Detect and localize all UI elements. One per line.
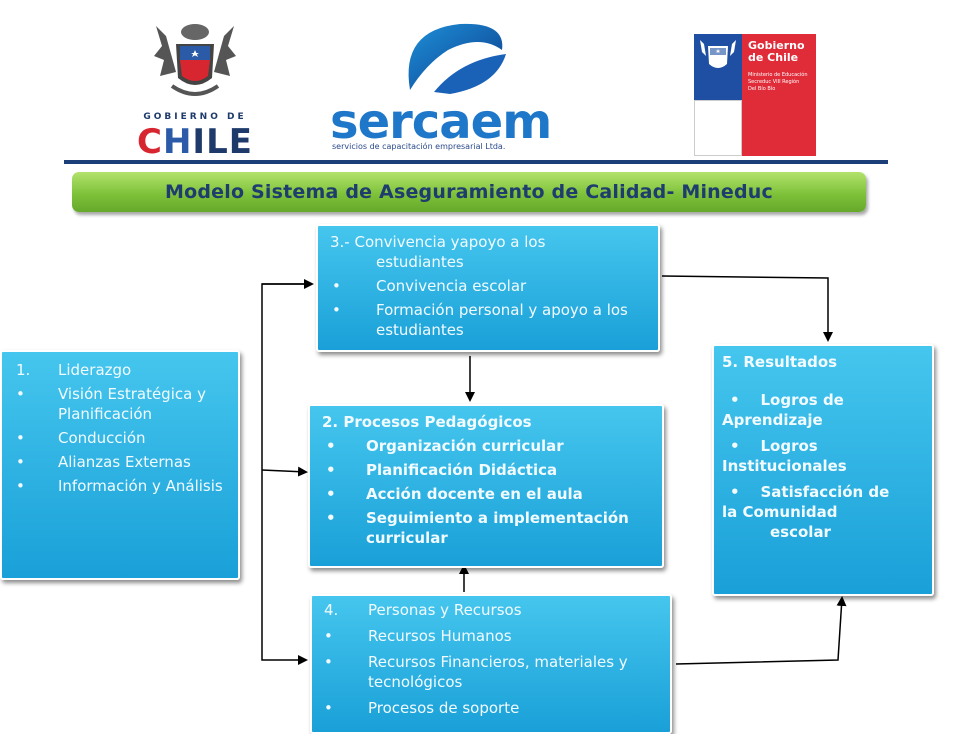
procesos-list: •Organización curricular •Planificación …	[310, 436, 662, 548]
gob-sub-line2: Secreduc VIII Región	[748, 79, 800, 85]
list-item: •Recursos Financieros, materiales y tecn…	[324, 653, 628, 691]
header-divider	[64, 160, 888, 164]
box-resultados: 5. Resultados • Logros de Aprendizaje • …	[712, 344, 934, 596]
box-liderazgo: 1. Liderazgo •Visión Estratégica y Plani…	[0, 350, 240, 580]
procesos-heading: 2. Procesos Pedagógicos	[322, 413, 532, 431]
list-item: •Organización curricular	[326, 437, 564, 455]
list-item: •Convivencia escolar	[332, 277, 527, 295]
list-item: •Información y Análisis	[16, 477, 223, 495]
logo-word-top: GOBIERNO DE	[143, 112, 247, 122]
sercaem-swoosh-icon	[408, 23, 506, 94]
box-convivencia: 3.- Convivencia yapoyo a los estudiantes…	[316, 224, 660, 352]
list-item: • Satisfacción de la Comunidad escolar	[722, 483, 890, 541]
coat-of-arms-icon	[154, 24, 236, 96]
list-item: •Recursos Humanos	[324, 627, 512, 645]
personas-heading: Personas y Recursos	[368, 601, 522, 619]
list-item: •Acción docente en el aula	[326, 485, 583, 503]
list-item: •Planificación Didáctica	[326, 461, 558, 479]
convivencia-list: •Convivencia escolar •Formación personal…	[318, 276, 658, 340]
list-item: •Visión Estratégica y Planificación	[16, 385, 206, 423]
title-banner: Modelo Sistema de Aseguramiento de Calid…	[72, 172, 866, 212]
personas-list: •Recursos Humanos •Recursos Financieros,…	[312, 626, 670, 718]
convivencia-heading: 3.- Convivencia yapoyo a los	[330, 233, 546, 251]
gobierno-de-chile-mineduc-logo: Gobierno de Chile Ministerio de Educació…	[694, 34, 816, 156]
box-personas-recursos: 4. Personas y Recursos •Recursos Humanos…	[310, 594, 672, 734]
liderazgo-number: 1.	[16, 361, 31, 379]
page-title: Modelo Sistema de Aseguramiento de Calid…	[165, 181, 773, 203]
list-item: •Seguimiento a implementación curricular	[326, 509, 629, 547]
coat-of-arms-small-icon	[700, 40, 736, 68]
connector-box3-to-resultados	[661, 275, 833, 342]
list-item: • Logros de Aprendizaje	[722, 391, 844, 429]
sercaem-logo: sercaem servicios de capacitación empres…	[330, 20, 570, 151]
personas-number: 4.	[324, 601, 339, 619]
box-procesos-pedagogicos: 2. Procesos Pedagógicos •Organización cu…	[308, 404, 664, 568]
list-item: •Formación personal y apoyo a los estudi…	[332, 301, 628, 339]
list-item: •Procesos de soporte	[324, 699, 520, 717]
sercaem-subtitle: servicios de capacitación empresarial Lt…	[332, 142, 506, 151]
list-item: • Logros Institucionales	[722, 437, 847, 475]
logo-word-chile: CHILE	[137, 122, 253, 162]
connector-box4-to-resultados	[675, 596, 847, 665]
list-item: •Alianzas Externas	[16, 453, 191, 471]
gobierno-de-chile-logo: GOBIERNO DE CHILE	[136, 16, 254, 162]
gob-sub-line3: Del Bío Bío	[748, 86, 776, 92]
gob-title-line1: Gobierno	[748, 39, 805, 52]
convivencia-heading-cont: estudiantes	[376, 253, 464, 271]
connector-to-box2	[261, 466, 308, 477]
gob-sub-line1: Ministerio de Educación	[748, 72, 808, 78]
gob-title-line2: de Chile	[748, 51, 799, 64]
list-item: •Conducción	[16, 429, 146, 447]
resultados-heading: 5. Resultados	[722, 353, 838, 371]
liderazgo-list: •Visión Estratégica y Planificación •Con…	[2, 384, 238, 496]
sercaem-wordmark: sercaem	[330, 94, 552, 150]
liderazgo-heading: Liderazgo	[58, 361, 132, 379]
